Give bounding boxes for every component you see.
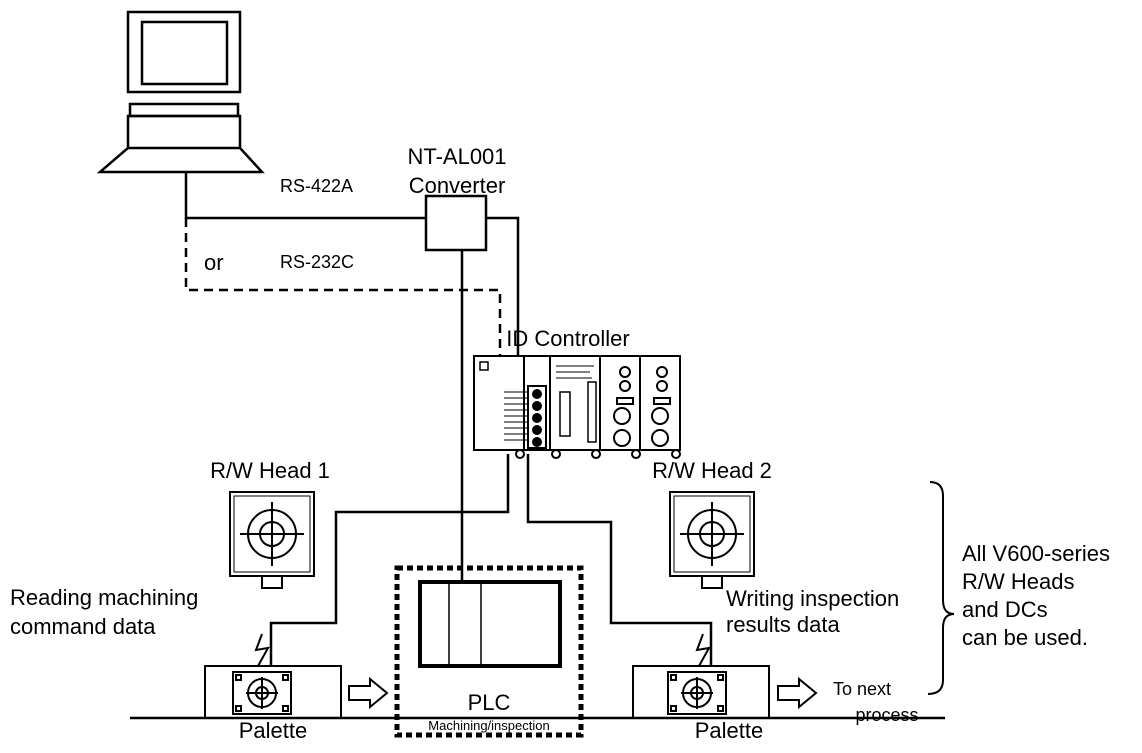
writing-label-line2: results data bbox=[726, 612, 840, 637]
palette-right bbox=[632, 665, 770, 719]
rs232-label: RS-232C bbox=[280, 252, 354, 272]
note-line2: R/W Heads bbox=[962, 569, 1074, 594]
note-line1: All V600-series bbox=[962, 541, 1110, 566]
flow-arrow-icon-2 bbox=[777, 676, 818, 710]
id-controller-unit bbox=[473, 355, 681, 459]
note-line4: can be used. bbox=[962, 625, 1088, 650]
rs422-label: RS-422A bbox=[280, 176, 353, 196]
flow-arrow-icon-1 bbox=[348, 676, 389, 710]
converter-model-label: NT-AL001 bbox=[407, 144, 506, 169]
reading-label-line2: command data bbox=[10, 614, 156, 639]
computer-icon bbox=[96, 10, 265, 174]
plc-unit bbox=[418, 580, 562, 668]
machining-area bbox=[394, 565, 584, 738]
converter-cables bbox=[460, 216, 520, 582]
rw-head-2-icon bbox=[669, 491, 755, 589]
to-next-label-line1: To next bbox=[833, 679, 891, 699]
controller-to-head-cables bbox=[269, 454, 713, 686]
id-controller-label: ID Controller bbox=[506, 326, 629, 351]
plc-label: PLC bbox=[468, 690, 511, 715]
note-line3: and DCs bbox=[962, 597, 1048, 622]
rw-head-1-label: R/W Head 1 bbox=[210, 458, 330, 483]
reading-label-line1: Reading machining bbox=[10, 585, 198, 610]
palette-left bbox=[204, 665, 342, 719]
writing-label-line1: Writing inspection bbox=[726, 586, 899, 611]
converter-box bbox=[424, 194, 488, 252]
palette-right-label: Palette bbox=[695, 718, 764, 743]
to-next-label-line2: process bbox=[855, 705, 918, 725]
signal-bolt-icon-2 bbox=[695, 633, 711, 667]
rw-head-2-label: R/W Head 2 bbox=[652, 458, 772, 483]
rw-head-1-icon bbox=[229, 491, 315, 589]
or-label: or bbox=[204, 250, 224, 275]
converter-name-label: Converter bbox=[409, 173, 506, 198]
machining-label: Machining/inspection bbox=[428, 718, 549, 733]
rs232-cable bbox=[184, 218, 502, 356]
bracket bbox=[927, 481, 955, 695]
palette-left-label: Palette bbox=[239, 718, 308, 743]
signal-bolt-icon-1 bbox=[254, 633, 270, 667]
